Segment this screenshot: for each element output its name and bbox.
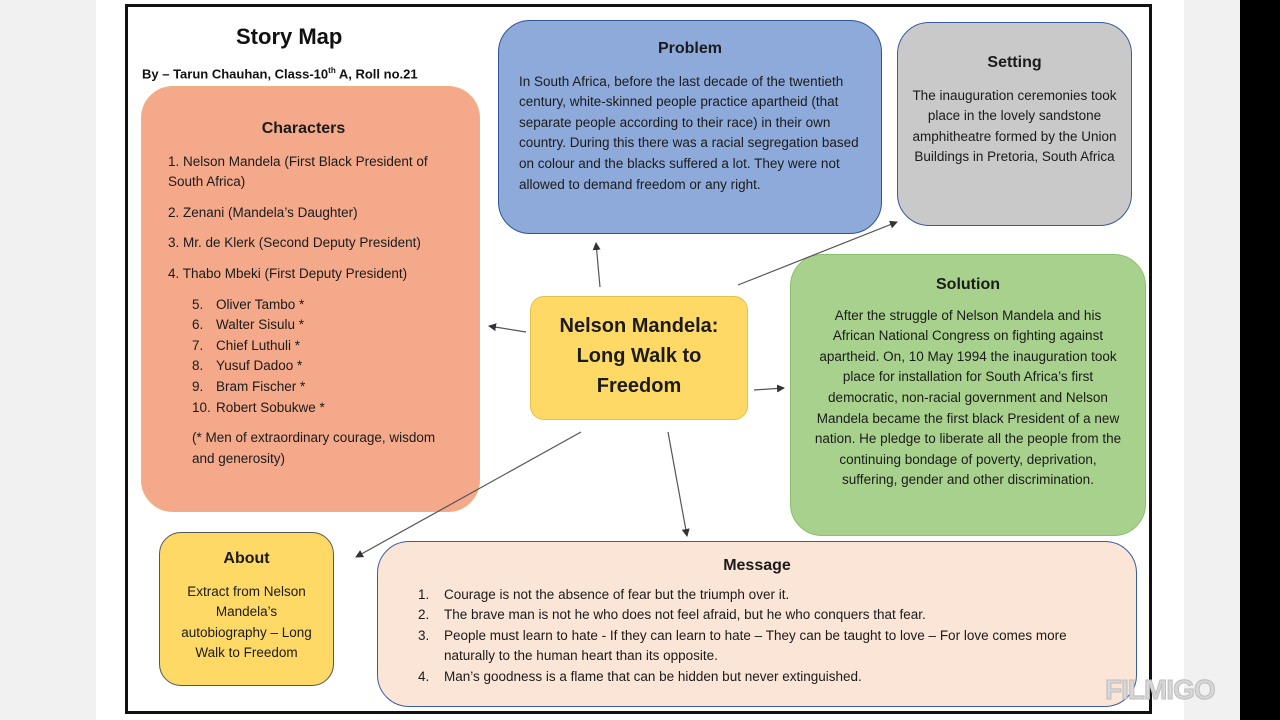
problem-text: In South Africa, before the last decade … bbox=[519, 73, 859, 192]
list-item: 4.Man’s goodness is a flame that can be … bbox=[418, 668, 862, 684]
central-topic-box: Nelson Mandela: Long Walk to Freedom bbox=[530, 296, 748, 420]
arrow-to-solution bbox=[753, 384, 785, 393]
problem-box: Problem In South Africa, before the last… bbox=[498, 20, 882, 234]
arrow-to-message bbox=[667, 431, 690, 537]
setting-box: Setting The inauguration ceremonies took… bbox=[897, 22, 1132, 226]
list-item: 2.The brave man is not he who does not f… bbox=[418, 607, 926, 623]
arrow-to-characters bbox=[488, 323, 527, 333]
message-box: Message 1.Courage is not the absence of … bbox=[377, 541, 1137, 707]
setting-heading: Setting bbox=[987, 54, 1042, 71]
characters-note: (* Men of extraordinary courage, wisdom … bbox=[192, 430, 436, 466]
list-item: 9.Bram Fischer * bbox=[192, 378, 306, 394]
about-box: About Extract from Nelson Mandela’s auto… bbox=[159, 532, 334, 686]
solution-text: After the struggle of Nelson Mandela and… bbox=[814, 307, 1122, 488]
central-topic-line: Nelson Mandela: bbox=[559, 315, 719, 337]
author-line: By – Tarun Chauhan, Class-10th A, Roll n… bbox=[142, 66, 418, 82]
arrow-to-about bbox=[355, 431, 582, 558]
message-list: 1.Courage is not the absence of fear but… bbox=[418, 585, 1116, 688]
setting-text: The inauguration ceremonies took place i… bbox=[912, 87, 1117, 165]
about-text: Extract from Nelson Mandela’s autobiogra… bbox=[181, 583, 312, 661]
about-heading: About bbox=[223, 550, 270, 567]
characters-box: Characters 1. Nelson Mandela (First Blac… bbox=[141, 86, 480, 512]
message-heading: Message bbox=[723, 557, 791, 574]
list-item: 1.Courage is not the absence of fear but… bbox=[418, 586, 790, 602]
other-characters-list: 5.Oliver Tambo * 6.Walter Sisulu * 7.Chi… bbox=[168, 295, 459, 419]
filmigo-watermark: FILMIGO bbox=[1105, 674, 1217, 706]
list-item: 2. Zenani (Mandela’s Daughter) bbox=[168, 204, 358, 220]
arrow-to-problem bbox=[592, 242, 601, 288]
list-item: 5.Oliver Tambo * bbox=[192, 296, 305, 312]
right-page-margin bbox=[1184, 0, 1240, 720]
problem-heading: Problem bbox=[657, 40, 722, 57]
list-item: 10.Robert Sobukwe * bbox=[192, 399, 325, 415]
list-item: 7.Chief Luthuli * bbox=[192, 337, 301, 353]
list-item: 6.Walter Sisulu * bbox=[192, 317, 305, 333]
arrow-to-setting bbox=[737, 220, 898, 286]
solution-heading: Solution bbox=[936, 276, 1000, 293]
left-page-margin bbox=[0, 0, 96, 720]
solution-box: Solution After the struggle of Nelson Ma… bbox=[790, 254, 1146, 536]
page-title: Story Map bbox=[236, 24, 343, 49]
list-item: 3.People must learn to hate - If they ca… bbox=[418, 627, 1067, 664]
characters-heading: Characters bbox=[261, 120, 346, 137]
central-topic-line: Long Walk to bbox=[576, 345, 702, 367]
list-item: 8.Yusuf Dadoo * bbox=[192, 358, 303, 374]
list-item: 1. Nelson Mandela (First Black President… bbox=[168, 153, 428, 190]
list-item: 4. Thabo Mbeki (First Deputy President) bbox=[168, 265, 408, 281]
central-topic-line: Freedom bbox=[596, 375, 682, 397]
main-characters-list: 1. Nelson Mandela (First Black President… bbox=[168, 152, 459, 285]
list-item: 3. Mr. de Klerk (Second Deputy President… bbox=[168, 235, 421, 251]
